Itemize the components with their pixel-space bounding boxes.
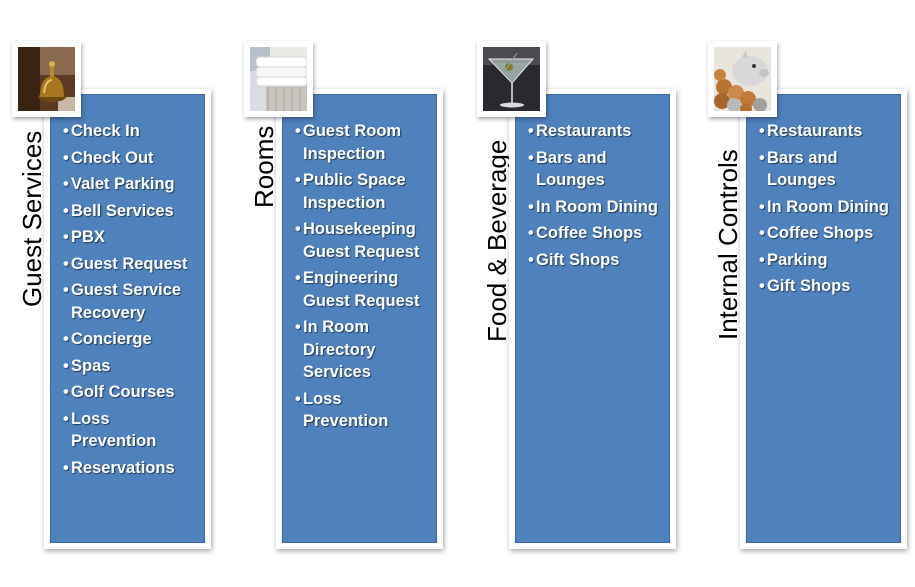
list-item: •PBX (63, 228, 105, 246)
column-guest-services: Guest Services •Check In •Check Out •Val… (0, 0, 230, 587)
list-item: •Reservations (63, 458, 175, 477)
column-food-beverage: Food & Beverage •Restaurants •Bars and L… (465, 0, 695, 587)
list-item: •Gift Shops (528, 250, 620, 269)
list-item: •Guest Service Recovery (63, 281, 182, 322)
list-item: •Valet Parking (63, 175, 175, 193)
panel: •Restaurants •Bars and Lounges •In Room … (746, 94, 901, 543)
item-list: •Restaurants •Bars and Lounges •In Room … (747, 95, 900, 298)
item-list: •Check In •Check Out •Valet Parking •Bel… (51, 95, 204, 479)
list-item: •Restaurants (759, 122, 863, 140)
thumbnail-frame (477, 41, 546, 117)
panel: •Guest Room Inspection •Public Space Ins… (282, 94, 437, 543)
list-item: •Engineering Guest Request (295, 269, 420, 310)
list-item: •Check Out (63, 148, 154, 167)
list-item: •Coffee Shops (528, 224, 643, 242)
panel-frame: •Restaurants •Bars and Lounges •In Room … (740, 89, 907, 549)
list-item: •In Room Directory Services (295, 318, 376, 381)
item-list: •Restaurants •Bars and Lounges •In Room … (516, 95, 669, 271)
list-item: •Housekeeping Guest Request (295, 220, 420, 261)
list-item: •Bars and Lounges (759, 148, 838, 190)
panel-frame: •Guest Room Inspection •Public Space Ins… (276, 89, 443, 549)
list-item: •Coffee Shops (759, 224, 874, 242)
bed-linens-icon (250, 47, 307, 111)
thumbnail-frame (244, 41, 313, 117)
list-item: •In Room Dining (759, 197, 889, 216)
list-item: •Concierge (63, 330, 152, 348)
panel: •Check In •Check Out •Valet Parking •Bel… (50, 94, 205, 543)
list-item: •Public Space Inspection (295, 171, 406, 212)
list-item: •Restaurants (528, 122, 632, 140)
thumbnail-frame (708, 41, 777, 117)
column-internal-controls: Internal Controls •Restaurants •Bars and… (696, 0, 915, 587)
thumbnail-frame (12, 41, 81, 117)
martini-glass-icon (483, 47, 540, 111)
column-rooms: Rooms •Guest Room Inspection •Public Spa… (232, 0, 462, 587)
list-item: •Check In (63, 122, 140, 140)
list-item: •Loss Prevention (63, 409, 157, 451)
panel-frame: •Restaurants •Bars and Lounges •In Room … (509, 89, 676, 549)
list-item: •Guest Request (63, 254, 188, 273)
list-item: •Golf Courses (63, 383, 175, 401)
list-item: •Bell Services (63, 201, 174, 220)
list-item: •Parking (759, 250, 828, 269)
panel: •Restaurants •Bars and Lounges •In Room … (515, 94, 670, 543)
list-item: •Guest Room Inspection (295, 122, 402, 163)
list-item: •Gift Shops (759, 277, 851, 295)
list-item: •In Room Dining (528, 197, 658, 216)
item-list: •Guest Room Inspection •Public Space Ins… (283, 95, 436, 433)
list-item: •Loss Prevention (295, 389, 389, 431)
piggy-bank-coins-icon (714, 47, 771, 111)
panel-frame: •Check In •Check Out •Valet Parking •Bel… (44, 89, 211, 549)
column-title: Food & Beverage (482, 139, 512, 342)
list-item: •Bars and Lounges (528, 148, 607, 190)
column-title: Internal Controls (713, 149, 743, 340)
list-item: •Spas (63, 356, 111, 375)
column-title: Guest Services (17, 130, 47, 307)
column-title: Rooms (249, 125, 279, 208)
hotel-bell-icon (18, 47, 75, 111)
